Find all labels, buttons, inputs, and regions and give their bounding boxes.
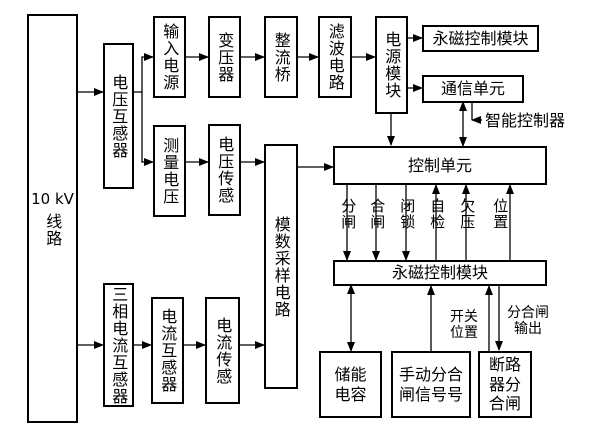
signal-close-label: 合闸 — [368, 198, 387, 230]
signal-undervoltage-label: 欠压 — [458, 198, 477, 230]
current-sensor-label: 电流传感 — [213, 316, 233, 385]
pm-control-module-main-block: 永磁控制模块 — [333, 260, 547, 286]
line-10kv-block: 10 kV 线路 — [27, 14, 78, 423]
pm-control-module-top-block: 永磁控制模块 — [422, 25, 539, 52]
measure-voltage-label: 测量电压 — [160, 137, 180, 205]
switch-position-label: 开关位置 — [450, 309, 478, 342]
voltage-sensor-label: 电压传感 — [215, 136, 235, 204]
analog-sampling-block: 模数采样电路 — [264, 144, 298, 389]
control-unit-label: 控制单元 — [407, 155, 472, 175]
energy-storage-label: 储能电容 — [334, 364, 367, 404]
current-transformer-block: 电流互感器 — [151, 297, 184, 404]
breaker-block: 断路器分合闸 — [478, 351, 532, 418]
measure-voltage-block: 测量电压 — [153, 125, 186, 217]
current-transformer-label: 电流互感器 — [158, 308, 178, 393]
current-sensor-block: 电流传感 — [205, 297, 240, 404]
comm-unit-block: 通信单元 — [422, 75, 524, 103]
filter-circuit-label: 滤波电路 — [325, 23, 345, 91]
rectifier-bridge-block: 整流桥 — [264, 16, 298, 98]
pm-control-module-main-label: 永磁控制模块 — [391, 263, 488, 283]
filter-circuit-block: 滤波电路 — [318, 16, 352, 98]
power-module-label: 电源模块 — [382, 31, 402, 99]
input-power-label: 输入电源 — [160, 23, 180, 91]
rectifier-bridge-label: 整流桥 — [271, 31, 291, 83]
comm-unit-label: 通信单元 — [440, 79, 505, 99]
three-phase-ct-block: 三相电流互感器 — [103, 283, 134, 407]
signal-self-check-label: 自检 — [428, 198, 447, 230]
power-module-block: 电源模块 — [375, 16, 408, 114]
smart-controller-label: 智能控制器 — [485, 111, 566, 130]
manual-signal-label: 手动分合闸信号号 — [399, 364, 464, 404]
open-close-output-label: 分合闸输出 — [507, 305, 549, 338]
transformer-block: 变压器 — [208, 16, 241, 98]
voltage-transformer-label: 电压互感器 — [109, 73, 129, 159]
line-voltage-label: 10 kV — [31, 190, 74, 209]
pm-control-module-top-label: 永磁控制模块 — [432, 28, 529, 48]
three-phase-ct-label: 三相电流互感器 — [109, 285, 129, 405]
line-label: 线路 — [43, 212, 63, 247]
energy-storage-block: 储能电容 — [319, 351, 382, 418]
signal-lock-label: 闭锁 — [398, 198, 417, 230]
control-unit-block: 控制单元 — [333, 146, 547, 185]
voltage-sensor-block: 电压传感 — [208, 124, 241, 216]
analog-sampling-label: 模数采样电路 — [271, 215, 291, 318]
voltage-transformer-block: 电压互感器 — [103, 43, 134, 189]
input-power-block: 输入电源 — [153, 16, 186, 98]
signal-position-label: 位置 — [491, 198, 510, 230]
manual-signal-block: 手动分合闸信号号 — [391, 351, 471, 418]
signal-open-label: 分闸 — [339, 198, 358, 230]
transformer-label: 变压器 — [215, 31, 235, 83]
breaker-label: 断路器分合闸 — [488, 355, 521, 414]
